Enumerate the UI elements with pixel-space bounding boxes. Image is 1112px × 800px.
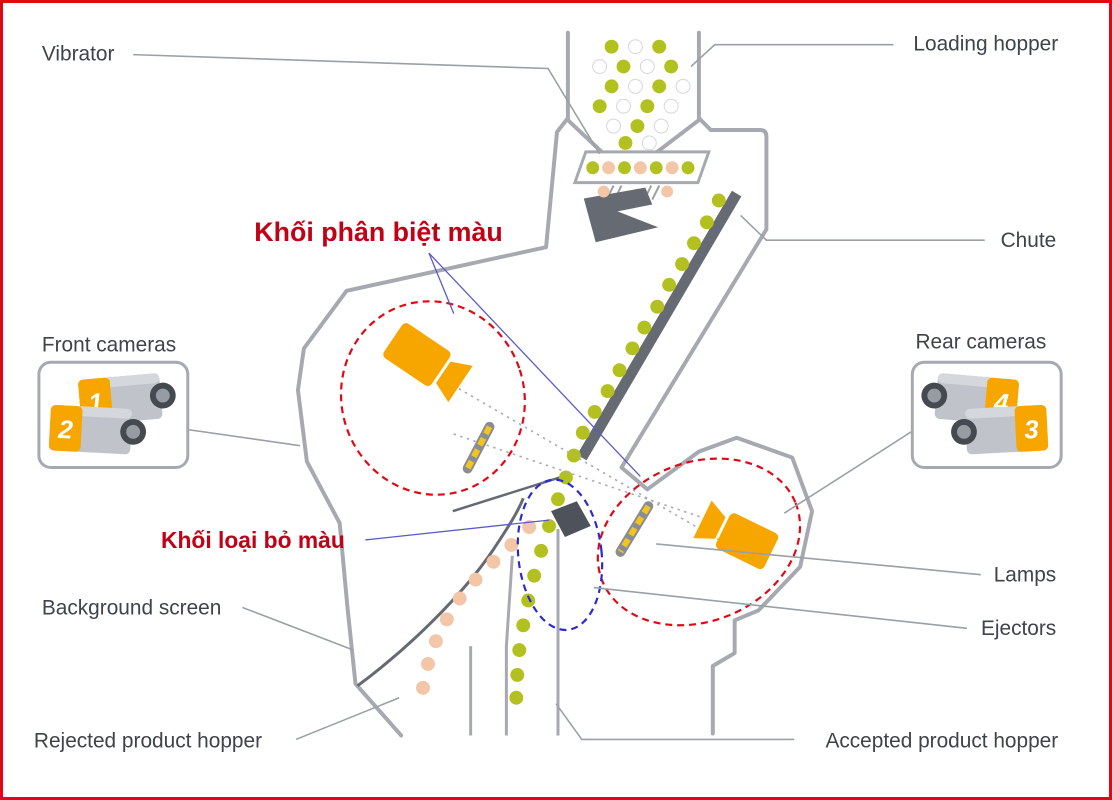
sight-lines <box>440 377 745 556</box>
splitter-plate <box>452 475 564 513</box>
rear-lamp <box>615 501 654 557</box>
accepted-dots <box>509 519 556 705</box>
label-rear-cameras: Rear cameras <box>915 330 1046 353</box>
leader-rejected-hopper <box>295 697 400 741</box>
vibrator-block <box>583 187 659 243</box>
front-cameras-box: 1 2 <box>37 360 190 469</box>
leader-background-screen <box>242 606 354 651</box>
hopper-dots <box>592 39 691 151</box>
leader-rear-cameras <box>783 431 912 514</box>
front-camera <box>383 323 473 403</box>
leader-accepted-hopper <box>555 703 795 741</box>
front-zone-ellipse <box>339 300 526 496</box>
leader-chute <box>740 214 985 242</box>
camera-icon-3: 3 <box>951 404 1049 455</box>
machine-outline-left <box>295 116 570 738</box>
ejector-nozzle <box>551 501 591 537</box>
leader-vibrator <box>133 53 601 155</box>
label-ejectors: Ejectors <box>981 617 1056 640</box>
ejector-zone-ellipse <box>516 478 604 632</box>
label-vibrator: Vibrator <box>42 43 115 66</box>
chute-bar <box>577 190 742 461</box>
rejected-dots <box>416 520 537 695</box>
label-rejected-product-hopper: Rejected product hopper <box>34 729 262 752</box>
front-lamp <box>462 421 495 474</box>
rear-zone-ellipse <box>596 457 802 627</box>
label-chute: Chute <box>1001 229 1057 252</box>
camera-number-2: 2 <box>57 416 74 445</box>
leader-loading-hopper <box>690 43 894 68</box>
rear-cameras-box: 4 3 <box>910 360 1063 469</box>
annotation-color-sorting-block: Khối phân biệt màu <box>254 217 502 247</box>
machine-body <box>295 30 815 738</box>
label-loading-hopper: Loading hopper <box>913 33 1058 56</box>
camera-number-3: 3 <box>1024 416 1040 445</box>
channel-walls <box>469 529 560 736</box>
labels: Vibrator Loading hopper Chute Front came… <box>34 33 1058 753</box>
color-sorter-diagram: 1 2 4 3 Vibrator Loading hopper <box>34 30 1063 753</box>
label-accepted-product-hopper: Accepted product hopper <box>825 729 1058 752</box>
rear-camera <box>693 500 779 570</box>
chute-dots <box>575 193 726 440</box>
falling-dots <box>551 448 581 507</box>
camera-icon-2: 2 <box>48 404 147 455</box>
tray-dots <box>586 161 695 198</box>
machine-outline-right <box>619 116 815 736</box>
leader-lamps <box>656 543 981 576</box>
label-front-cameras: Front cameras <box>42 333 176 356</box>
loading-hopper-walls <box>565 30 701 121</box>
label-background-screen: Background screen <box>42 596 221 619</box>
label-lamps: Lamps <box>994 564 1057 587</box>
annotation-color-rejecting-block: Khối loại bỏ màu <box>161 527 345 553</box>
leader-lines <box>133 43 985 741</box>
background-screen-curve <box>356 497 525 688</box>
annotation-lines <box>365 252 641 541</box>
leader-ejectors <box>593 586 967 630</box>
leader-front-cameras <box>188 428 301 447</box>
